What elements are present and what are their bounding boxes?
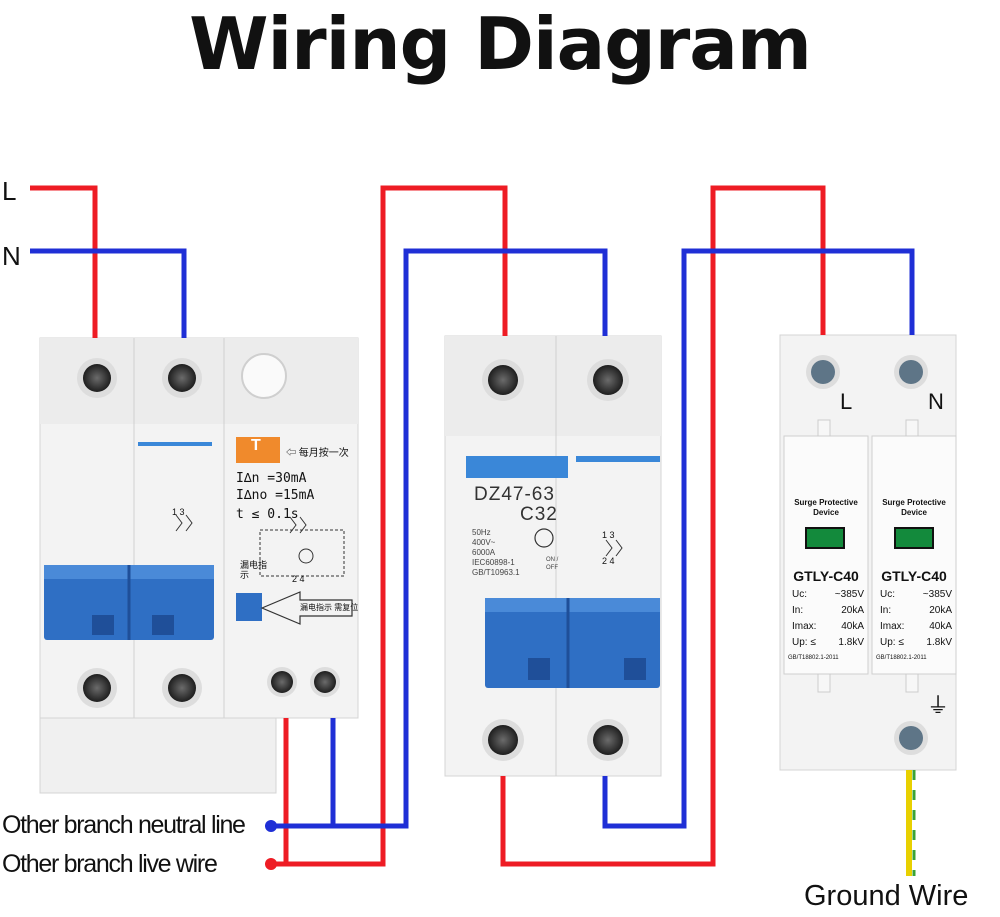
spd-module-2-row-in: In:20kA — [880, 605, 952, 616]
spd-module-1-row-imax: Imax:40kA — [792, 621, 864, 632]
ground-wire-label: Ground Wire — [804, 880, 969, 912]
branch-live-label: Other branch live wire — [2, 850, 218, 878]
spd-module-1-title: Surge Protective Device — [794, 498, 858, 517]
rcbo-terminal-bottom-3 — [267, 667, 297, 697]
wires — [30, 185, 916, 876]
mcb-schematic — [605, 539, 623, 557]
spd-label-l: L — [840, 389, 853, 414]
rcbo-terminal-bottom-1 — [77, 668, 117, 708]
diagram-title: Wiring Diagram — [189, 2, 812, 86]
spd-module-2-model: GTLY-C40 — [881, 568, 947, 584]
neutral-input-label: N — [2, 241, 21, 271]
rcbo-test-button — [236, 437, 280, 463]
mcb-spec-block: 50Hz 400V~ 6000A IEC60898-1 GB/T10963.1 — [472, 528, 520, 578]
spd-module-2-row-uc: Uc:~385V — [880, 589, 952, 600]
spd-status-window-1 — [805, 527, 845, 549]
mcb-on-off: ON / OFF — [546, 557, 559, 571]
mcb-terminal-top-2 — [587, 359, 629, 401]
rcbo-rated-residual: I∆n =30mA — [236, 471, 307, 486]
mcb-terminal-numbers-bottom: 2 4 — [602, 556, 615, 566]
branch-live-dot — [265, 858, 277, 870]
rcbo-toggle-handle — [44, 565, 214, 640]
rcbo-reset-label: 漏电指示 需复位 — [300, 603, 359, 612]
spd-module-2-title: Surge Protective Device — [882, 498, 946, 517]
live-input-wire — [30, 185, 98, 338]
ground-symbol-icon: ⏚ — [927, 693, 950, 718]
mcb-spec-iec: IEC60898-1 — [472, 558, 515, 567]
rcbo-schematic — [175, 514, 345, 577]
ccc-mark-icon — [534, 528, 554, 548]
neutral-rcbo-to-mcb-wire — [330, 248, 608, 829]
rcbo-terminal-numbers-bottom: 2 4 — [292, 574, 305, 584]
mcb-rating: C32 — [520, 504, 558, 525]
mcb-terminal-bottom-2 — [587, 719, 629, 761]
mcb-spec-frequency: 50Hz — [472, 528, 491, 537]
rcbo-breaker — [39, 337, 359, 794]
rcbo-non-operating: I∆no =15mA — [236, 488, 315, 503]
mcb-spec-gb: GB/T10963.1 — [472, 568, 520, 577]
rcbo-test-note: ⇦ 每月按一次 — [286, 448, 349, 459]
rcbo-indicator-window — [241, 353, 287, 399]
spd-module-1-row-in: In:20kA — [792, 605, 864, 616]
mcb-model: DZ47-63 — [474, 484, 555, 505]
rcbo-terminal-numbers: 1 3 — [172, 507, 185, 517]
spd-status-window-2 — [894, 527, 934, 549]
spd-module-1-standard: GB/T18802.1-2011 — [788, 655, 839, 661]
mcb-spec-breaking: 6000A — [472, 548, 496, 557]
mcb-toggle-handle — [485, 598, 660, 688]
spd-module-2-row-up: Up: ≤1.8kV — [880, 637, 952, 648]
mcb-terminal-numbers: 1 3 — [602, 530, 615, 540]
rcbo-terminal-top-1 — [77, 358, 117, 398]
rcbo-terminal-top-2 — [162, 358, 202, 398]
neutral-input-wire — [30, 248, 187, 338]
mcb-breaker — [444, 335, 662, 777]
spd-terminal-ground — [894, 721, 928, 755]
spd-module-1-model: GTLY-C40 — [793, 568, 859, 584]
live-input-label: L — [2, 176, 17, 206]
spd-device — [779, 334, 957, 771]
rcbo-reset-arrow — [260, 591, 353, 625]
rcbo-test-button-label: T — [251, 437, 261, 454]
spd-module-2-ratings: Uc:~385V In:20kA Imax:40kA Up: ≤1.8kV — [880, 587, 952, 651]
spd-label-n: N — [928, 389, 944, 414]
spd-module-1-row-up: Up: ≤1.8kV — [792, 637, 864, 648]
neutral-mcb-to-spd-wire — [602, 248, 915, 829]
branch-neutral-label: Other branch neutral line — [2, 811, 246, 839]
rcbo-terminal-bottom-2 — [162, 668, 202, 708]
spd-terminal-l — [806, 355, 840, 389]
live-mcb-to-spd-wire — [500, 185, 826, 867]
rcbo-trip-time: t ≤ 0.1s — [236, 507, 299, 522]
spd-module-2-standard: GB/T18802.1-2011 — [876, 655, 927, 661]
rcbo-terminal-bottom-4 — [310, 667, 340, 697]
mcb-terminal-bottom-1 — [482, 719, 524, 761]
rcbo-leak-indicator-label: 漏电指示 — [240, 560, 268, 580]
mcb-spec-voltage: 400V~ — [472, 538, 496, 547]
spd-terminal-n — [894, 355, 928, 389]
spd-module-2-row-imax: Imax:40kA — [880, 621, 952, 632]
spd-module-1-ratings: Uc:~385V In:20kA Imax:40kA Up: ≤1.8kV — [792, 587, 864, 651]
mcb-terminal-top-1 — [482, 359, 524, 401]
branch-neutral-dot — [265, 820, 277, 832]
live-rcbo-to-mcb-wire — [283, 185, 508, 867]
spd-module-1-row-uc: Uc:~385V — [792, 589, 864, 600]
rcbo-leak-indicator — [236, 593, 262, 621]
